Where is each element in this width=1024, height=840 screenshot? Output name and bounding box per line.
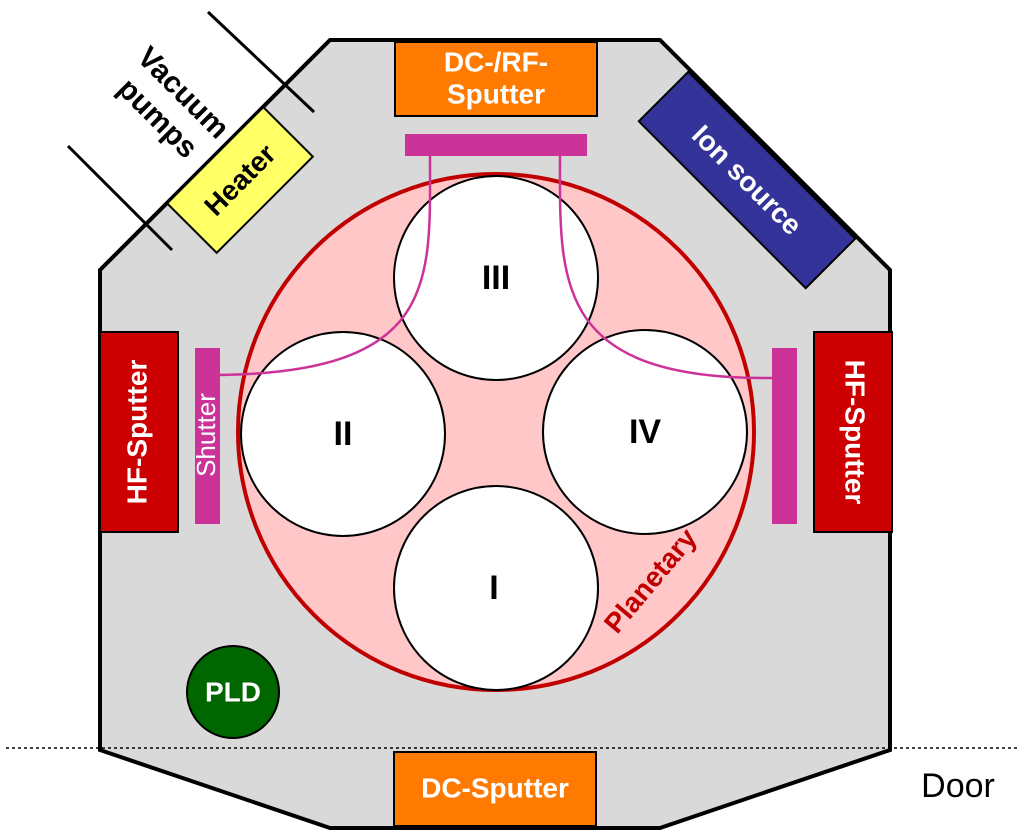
pld-port bbox=[186, 645, 280, 739]
heater-box bbox=[165, 105, 315, 255]
dc-sputter-label: DC-Sputter bbox=[421, 772, 569, 803]
shutter-left bbox=[195, 348, 220, 524]
shutter-right bbox=[772, 348, 797, 524]
vacuum-port-line-top bbox=[206, 10, 316, 114]
substrate-IV bbox=[542, 329, 748, 535]
ion-source-box bbox=[637, 70, 857, 290]
shutter-label: Shutter bbox=[191, 393, 221, 477]
substrate-II bbox=[240, 331, 446, 537]
hf-sputter-left-label: HF-Sputter bbox=[121, 360, 152, 505]
substrate-IV-label: IV bbox=[629, 413, 661, 451]
substrate-I-label: I bbox=[489, 569, 498, 607]
dc-rf-sputter-label-line1: DC-/RF- bbox=[444, 46, 548, 77]
shutter-top bbox=[405, 134, 587, 156]
substrate-II-label: II bbox=[334, 415, 353, 453]
substrate-I bbox=[393, 485, 599, 691]
dc-rf-sputter-box bbox=[394, 41, 598, 117]
hf-sputter-right-label: HF-Sputter bbox=[840, 360, 871, 505]
pld-label: PLD bbox=[205, 676, 261, 707]
shutter-arm-left bbox=[219, 155, 432, 377]
door-label: Door bbox=[921, 767, 995, 805]
shutter-arm-right bbox=[558, 155, 773, 380]
dc-sputter-box bbox=[393, 751, 597, 827]
substrate-III bbox=[393, 175, 599, 381]
substrate-III-label: III bbox=[482, 259, 510, 297]
dc-rf-sputter-label-line2: Sputter bbox=[447, 78, 545, 109]
vacuum-port-line-bottom bbox=[66, 144, 174, 252]
hf-sputter-left-box bbox=[99, 331, 179, 533]
hf-sputter-right-box bbox=[813, 331, 893, 533]
